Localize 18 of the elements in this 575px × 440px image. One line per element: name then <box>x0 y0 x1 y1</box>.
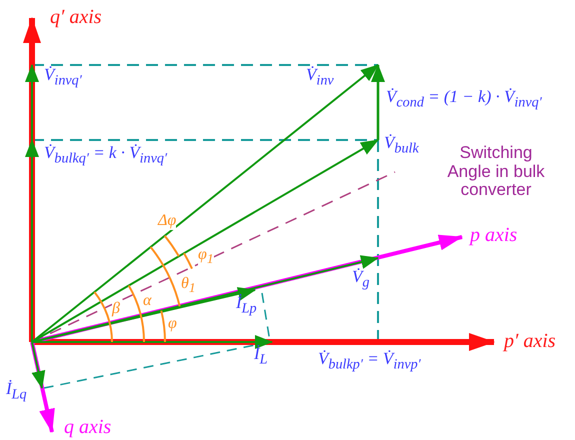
phasor-label: V̇$_{bulk}$ <box>384 134 419 157</box>
phasor-label: V̇$_{cond}$ = (1 − k) · V̇$_{invq′}$ <box>386 88 542 111</box>
axis-label: q′ axis <box>50 6 102 28</box>
phasor-label: V̇$_{bulkq′}$ = k · V̇$_{invq′}$ <box>44 144 168 167</box>
axis-label: p′ axis <box>504 330 556 352</box>
phasor-label: V̇$_{bulkp′}$ = V̇$_{invp′}$ <box>318 350 421 373</box>
phasor-label: V̇$_{invq′}$ <box>44 66 82 89</box>
phasor-label: V̇$_{inv}$ <box>306 66 334 89</box>
angle-label: φ$_{1}$ <box>198 246 214 267</box>
axis-label: q axis <box>64 416 112 438</box>
annotation-text: Switching Angle in bulk converter <box>446 144 546 200</box>
axis-label: p axis <box>470 224 518 246</box>
phasor-label: İ$_{L}$ <box>254 345 268 368</box>
phasor-label: İ$_{Lq}$ <box>6 380 27 403</box>
angle-label: β <box>112 300 120 318</box>
phasor-label: V̇$_{g}$ <box>352 268 370 291</box>
phasor-label: İ$_{Lp}$ <box>236 294 257 317</box>
angle-label: Δφ <box>158 212 176 230</box>
